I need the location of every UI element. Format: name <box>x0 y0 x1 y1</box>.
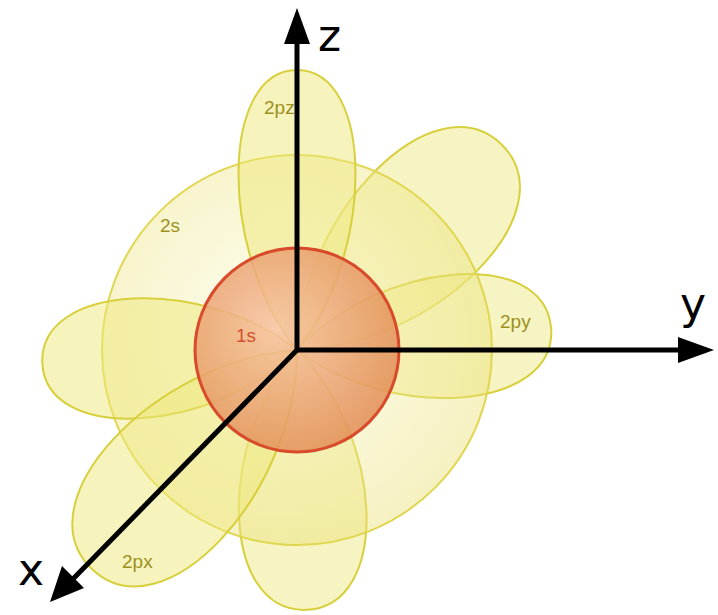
orbital-label: 1s <box>236 326 256 345</box>
orbital-label: 2s <box>160 216 180 235</box>
axis-label: y <box>680 282 706 326</box>
orbital-label: 2pz <box>264 98 295 117</box>
axis-label: x <box>18 548 44 592</box>
axes <box>50 8 714 602</box>
orbital-label: 2py <box>500 312 531 331</box>
orbital-label: 2px <box>122 552 153 571</box>
axis-label: z <box>318 14 341 58</box>
